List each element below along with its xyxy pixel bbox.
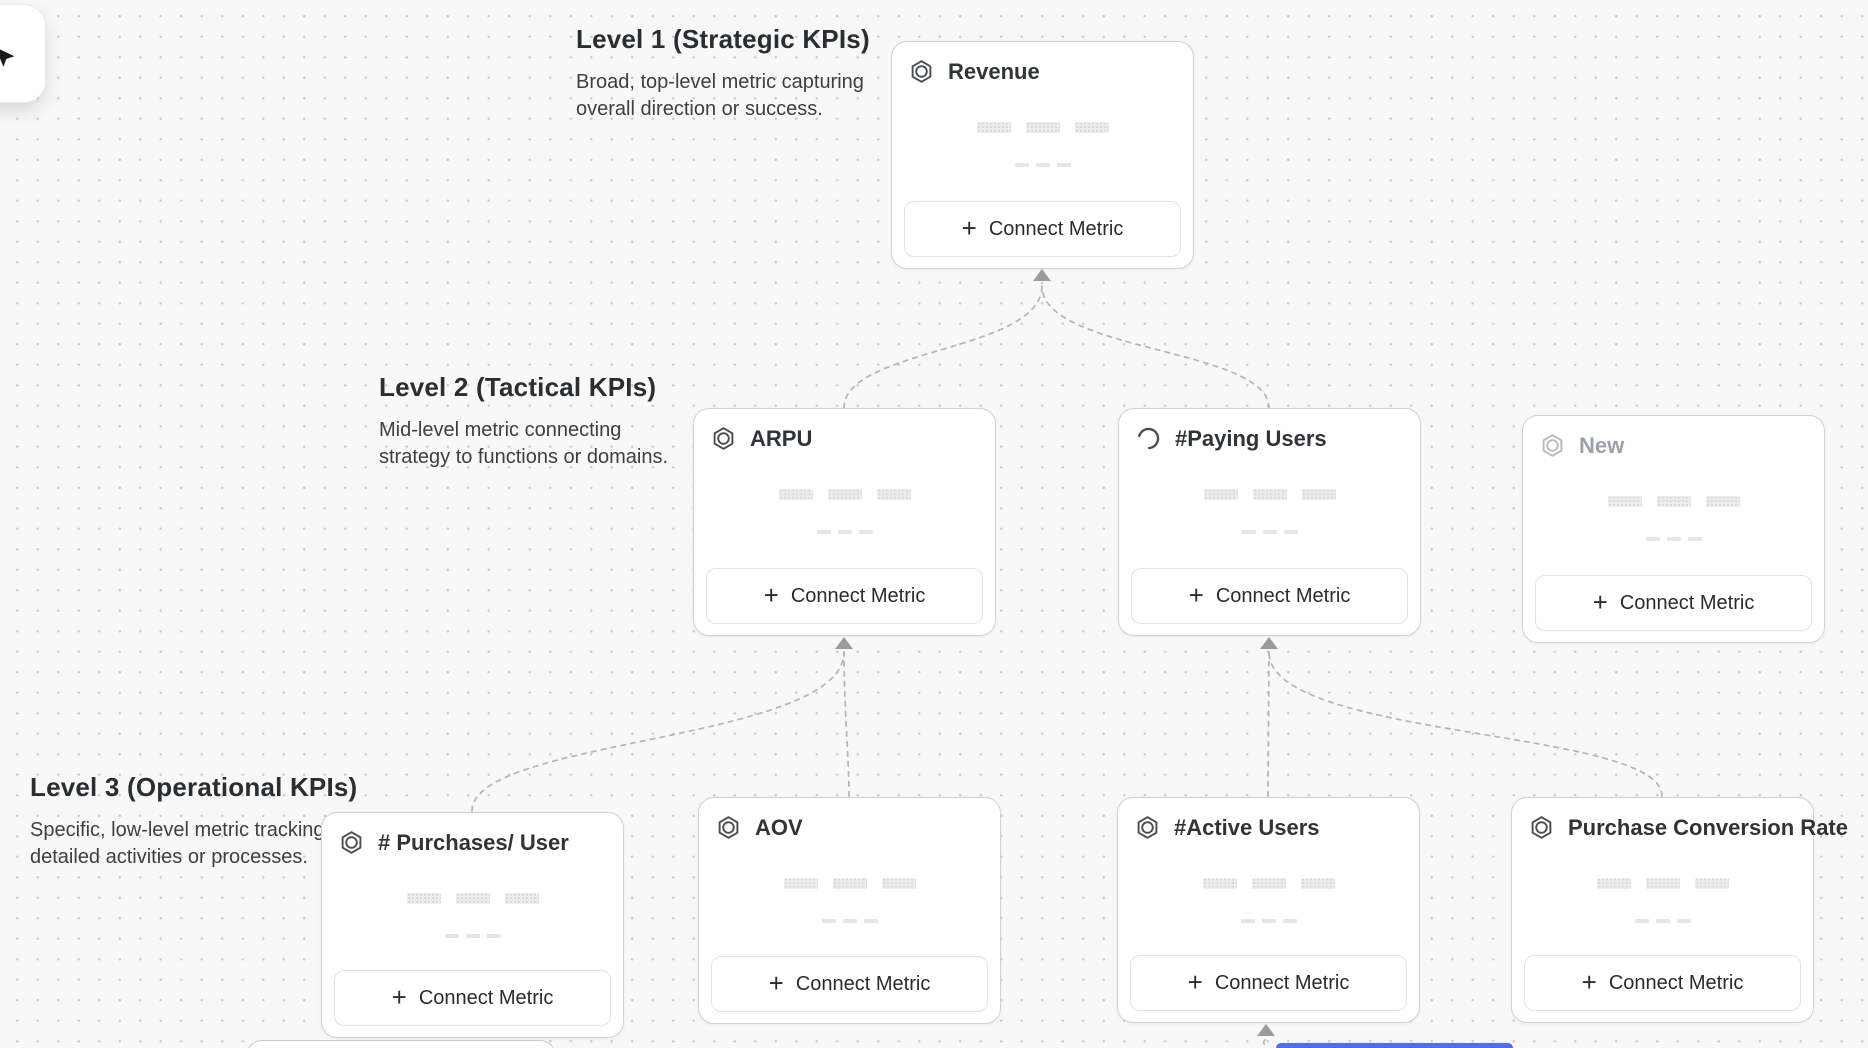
card-header: #Active Users [1134,814,1320,841]
partial-card-bottom-edge[interactable] [246,1040,556,1048]
metric-card-title: #Active Users [1174,814,1320,840]
metric-card-title: New [1579,432,1625,458]
connect-metric-label: Connect Metric [1619,591,1755,614]
connect-metric-label: Connect Metric [1608,971,1744,994]
level-1-title: Level 1 (Strategic KPIs) [576,24,870,54]
metric-card-title: Revenue [948,58,1040,84]
connect-metric-label: Connect Metric [1215,584,1351,607]
connect-metric-label: Connect Metric [1214,971,1350,994]
metric-hexagon-icon [710,425,737,452]
connect-metric-button[interactable]: + Connect Metric [904,201,1181,257]
metric-skeleton-blocks [699,878,1000,889]
metric-card-title: # Purchases/ User [378,829,569,855]
edge-offscreen-to-activeusers [1262,1039,1266,1048]
metric-hexagon-icon [1539,432,1566,459]
connect-metric-button[interactable]: + Connect Metric [334,970,611,1026]
plus-icon: + [763,580,779,610]
metric-hexagon-icon [1134,814,1161,841]
plus-icon: + [1187,967,1203,997]
metric-hexagon-icon [1528,814,1555,841]
metric-card-active-users[interactable]: #Active Users + Connect Metric [1117,797,1420,1023]
metric-skeleton-dashes [1119,530,1420,534]
card-header: Revenue [908,58,1040,85]
edge-pcr-to-payingusers [1268,651,1663,797]
loading-spinner-icon [1135,425,1162,452]
level-2-description: Mid-level metric connecting strategy to … [379,419,669,468]
metric-skeleton-dashes [694,530,995,534]
connect-metric-label: Connect Metric [988,217,1124,240]
connect-metric-button[interactable]: + Connect Metric [711,956,988,1012]
metric-card-title: ARPU [750,425,813,451]
level-1-description: Broad, top-level metric capturing overal… [576,71,864,120]
plus-icon: + [768,968,784,998]
card-header: #Paying Users [1135,425,1327,452]
edge-aov-to-arpu [843,651,850,797]
plus-icon: + [391,982,407,1012]
metric-card-purchases-per-user[interactable]: # Purchases/ User + Connect Metric [321,812,624,1038]
edge-activeusers-to-payingusers [1267,651,1270,797]
metric-card-title: Purchase Conversion Rate [1568,814,1848,840]
card-header: Purchase Conversion Rate [1528,814,1848,841]
connect-metric-button[interactable]: + Connect Metric [1131,568,1408,624]
card-header: New [1539,432,1624,459]
metric-card-new[interactable]: New + Connect Metric [1522,415,1825,643]
metric-skeleton-blocks [1523,496,1824,507]
connect-metric-label: Connect Metric [790,584,926,607]
metric-skeleton-dashes [699,919,1000,923]
select-tool-button[interactable] [0,4,46,103]
level-3-title: Level 3 (Operational KPIs) [30,772,358,802]
card-header: ARPU [710,425,812,452]
metric-hexagon-icon [908,58,935,85]
metric-skeleton-blocks [694,489,995,500]
metric-card-title: AOV [755,814,803,840]
arrowhead-into-revenue [1033,269,1051,281]
arrowhead-into-payingusers [1260,637,1278,649]
level-3-description: Specific, low-level metric tracking deta… [30,819,325,868]
metric-skeleton-blocks [1119,489,1420,500]
metric-card-title: #Paying Users [1175,425,1327,451]
level-2-label: Level 2 (Tactical KPIs) Mid-level metric… [379,372,668,471]
cursor-arrow-icon [0,45,18,71]
arrowhead-into-activeusers [1257,1024,1275,1036]
metric-card-revenue[interactable]: Revenue + Connect Metric [891,41,1194,269]
metric-card-arpu[interactable]: ARPU + Connect Metric [693,408,996,636]
plus-icon: + [1581,967,1597,997]
blue-highlight-peek [1276,1043,1513,1048]
plus-icon: + [961,213,977,243]
metric-skeleton-dashes [1512,919,1813,923]
metric-card-aov[interactable]: AOV + Connect Metric [698,797,1001,1024]
edge-payingusers-to-revenue [1041,285,1270,409]
metric-skeleton-dashes [1118,919,1419,923]
metric-skeleton-blocks [1512,878,1813,889]
plus-icon: + [1188,580,1204,610]
metric-skeleton-blocks [892,122,1193,133]
metric-hexagon-icon [715,814,742,841]
card-header: AOV [715,814,803,841]
metric-skeleton-dashes [892,163,1193,167]
metric-card-purchase-conversion-rate[interactable]: Purchase Conversion Rate + Connect Metri… [1511,797,1848,1023]
edge-purchases-to-arpu [471,651,845,812]
metric-skeleton-dashes [322,934,623,938]
level-2-title: Level 2 (Tactical KPIs) [379,372,657,402]
card-header: # Purchases/ User [338,829,569,856]
metric-hexagon-icon [338,829,365,856]
connect-metric-button[interactable]: + Connect Metric [1535,575,1812,631]
metric-skeleton-blocks [1118,878,1419,889]
connect-metric-button[interactable]: + Connect Metric [1524,955,1801,1011]
connect-metric-button[interactable]: + Connect Metric [706,568,983,624]
connect-metric-button[interactable]: + Connect Metric [1130,955,1407,1011]
metric-skeleton-dashes [1523,537,1824,541]
level-3-label: Level 3 (Operational KPIs) Specific, low… [30,772,357,871]
level-1-label: Level 1 (Strategic KPIs) Broad, top-leve… [576,24,870,123]
plus-icon: + [1592,587,1608,617]
arrowhead-into-arpu [835,637,853,649]
edge-arpu-to-revenue [843,285,1043,409]
connect-metric-label: Connect Metric [795,972,931,995]
connect-metric-label: Connect Metric [418,986,554,1009]
metric-skeleton-blocks [322,893,623,904]
metric-card-paying-users[interactable]: #Paying Users + Connect Metric [1118,408,1421,636]
